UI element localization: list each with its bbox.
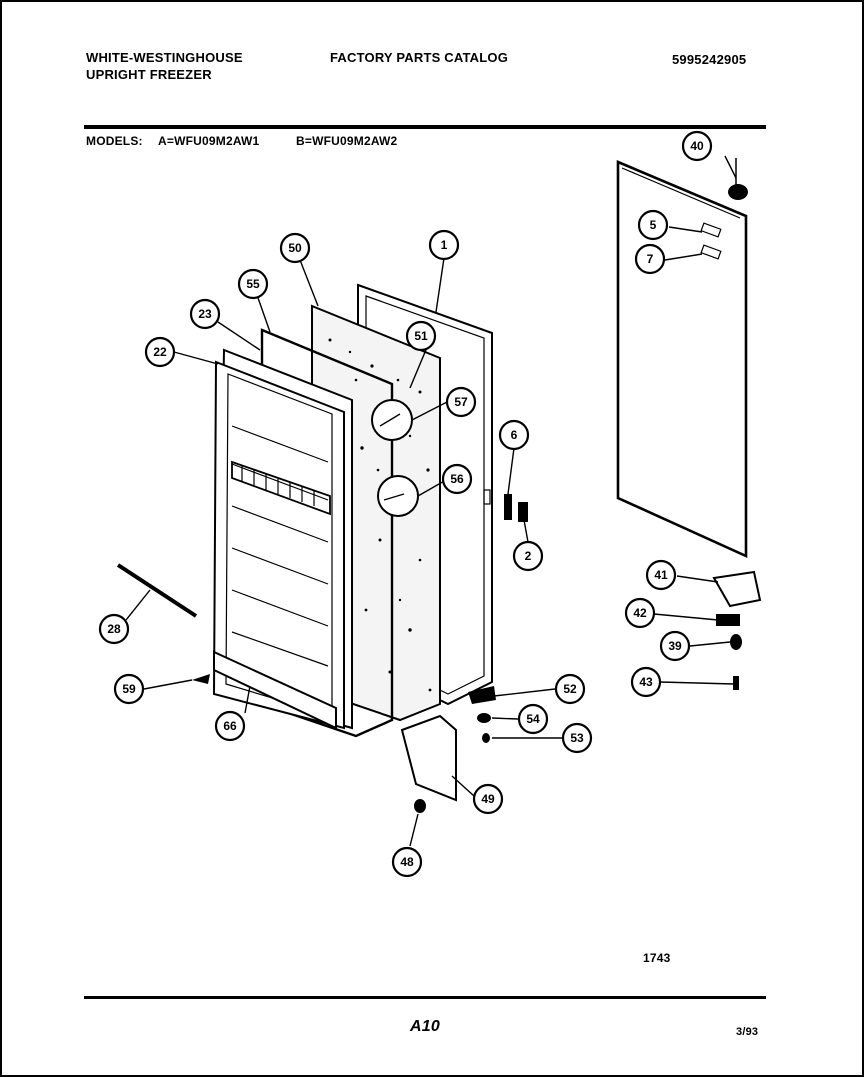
callout-6: 6 — [498, 419, 530, 451]
callout-51: 51 — [405, 320, 437, 352]
callout-39: 39 — [659, 630, 691, 662]
document-number: 5995242905 — [672, 52, 747, 67]
callout-5: 5 — [637, 209, 669, 241]
callout-49: 49 — [472, 783, 504, 815]
callout-label: 7 — [647, 252, 654, 266]
page-number: A10 — [410, 1018, 440, 1035]
callout-22: 22 — [144, 336, 176, 368]
bottom-trim — [213, 650, 337, 730]
callout-53: 53 — [561, 722, 593, 754]
bottom-hinge-assembly — [712, 570, 762, 690]
door-stop — [504, 494, 512, 520]
callout-23: 23 — [189, 298, 221, 330]
door-hinge-hardware — [468, 686, 496, 743]
callout-label: 52 — [563, 682, 577, 696]
footer-rule — [84, 996, 766, 999]
callout-66: 66 — [214, 710, 246, 742]
top-hinge-pin — [728, 158, 748, 200]
inner-door-shelves — [212, 360, 345, 730]
callout-label: 56 — [450, 472, 464, 486]
callout-7: 7 — [634, 243, 666, 275]
callout-label: 39 — [668, 639, 682, 653]
callout-52: 52 — [554, 673, 586, 705]
callout-59: 59 — [113, 673, 145, 705]
rating-label — [700, 222, 722, 238]
callout-label: 1 — [441, 238, 448, 252]
callout-label: 6 — [511, 428, 518, 442]
callout-label: 54 — [526, 712, 540, 726]
callout-label: 48 — [400, 855, 414, 869]
models-label: MODELS: — [86, 134, 143, 148]
model-a: A=WFU09M2AW1 — [158, 134, 260, 148]
callout-57: 57 — [445, 386, 477, 418]
callout-label: 43 — [639, 675, 653, 689]
callout-label: 42 — [633, 606, 647, 620]
callout-41: 41 — [645, 559, 677, 591]
callout-label: 55 — [246, 277, 260, 291]
callout-label: 2 — [525, 549, 532, 563]
grille-screw — [414, 799, 426, 813]
callout-label: 41 — [654, 568, 668, 582]
toe-grille — [400, 714, 457, 802]
catalog-title: FACTORY PARTS CATALOG — [330, 50, 509, 65]
leader-lines — [125, 155, 737, 847]
callout-label: 5 — [650, 218, 657, 232]
handle-bar — [116, 563, 198, 618]
stop-pad — [518, 502, 528, 522]
wire-shelf — [231, 460, 331, 516]
magnifier-upper — [371, 399, 413, 441]
header-rule — [84, 125, 766, 129]
callout-54: 54 — [517, 703, 549, 735]
callout-label: 53 — [570, 731, 584, 745]
callout-label: 51 — [414, 329, 428, 343]
callout-label: 28 — [107, 622, 121, 636]
callout-label: 23 — [198, 307, 212, 321]
revision-date: 3/93 — [736, 1026, 759, 1038]
callout-40: 40 — [681, 130, 713, 162]
serial-label — [700, 244, 722, 260]
callout-28: 28 — [98, 613, 130, 645]
callout-label: 66 — [223, 719, 237, 733]
cabinet-side-panel — [616, 160, 748, 559]
trim-screw — [192, 674, 210, 684]
callout-50: 50 — [279, 232, 311, 264]
callout-1: 1 — [428, 229, 460, 261]
callout-55: 55 — [237, 268, 269, 300]
callout-label: 40 — [690, 139, 704, 153]
callout-label: 50 — [288, 241, 302, 255]
callout-label: 22 — [153, 345, 167, 359]
callout-43: 43 — [630, 666, 662, 698]
callout-42: 42 — [624, 597, 656, 629]
model-b: B=WFU09M2AW2 — [296, 134, 398, 148]
callout-label: 57 — [454, 395, 468, 409]
callout-label: 49 — [481, 792, 495, 806]
callout-label: 59 — [122, 682, 136, 696]
drawing-number: 1743 — [643, 951, 671, 965]
callout-48: 48 — [391, 846, 423, 878]
callout-56: 56 — [441, 463, 473, 495]
product-name: UPRIGHT FREEZER — [86, 67, 212, 82]
callout-2: 2 — [512, 540, 544, 572]
brand-name: WHITE-WESTINGHOUSE — [86, 50, 243, 65]
